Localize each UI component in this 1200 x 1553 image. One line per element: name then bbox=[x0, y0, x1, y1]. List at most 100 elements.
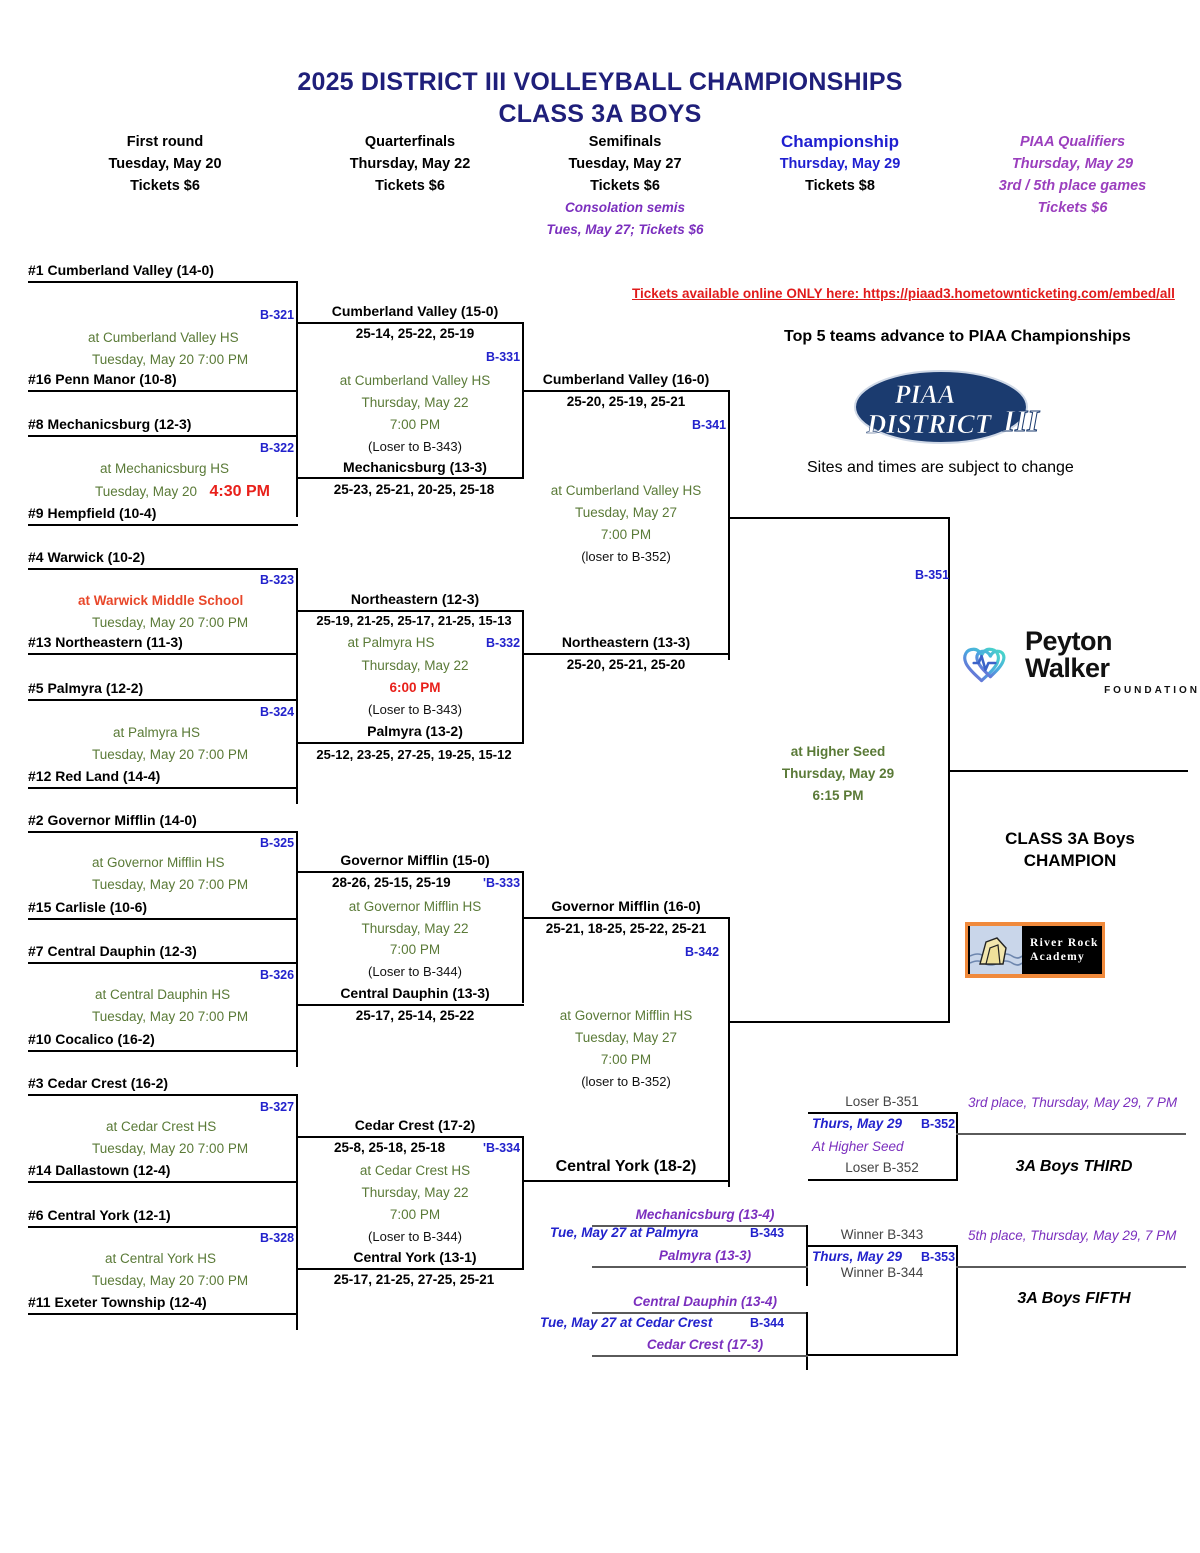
sf-date: Tuesday, May 27 bbox=[574, 505, 678, 520]
sf-site: at Cumberland Valley HS bbox=[550, 483, 702, 498]
game-code-b332: B-332 bbox=[486, 636, 521, 650]
consolation-semis-detail: Tues, May 27; Tickets $6 bbox=[546, 222, 704, 237]
first-round-time: 4:30 PM bbox=[209, 483, 270, 500]
first-round-team-bottom: #13 Northeastern (11-3) bbox=[28, 634, 183, 650]
placement-bottom-label: Winner B-344 bbox=[840, 1265, 924, 1280]
game-code-b323: B-323 bbox=[260, 573, 295, 587]
first-round-date: Tuesday, May 20 bbox=[95, 484, 198, 499]
consolation-team-bottom: Palmyra (13-3) bbox=[658, 1248, 752, 1263]
game-code-b353: B-353 bbox=[921, 1250, 956, 1264]
column-header-quarterfinals: Quarterfinals Thursday, May 22 Tickets $… bbox=[305, 131, 515, 197]
first-round-site: at Palmyra HS bbox=[113, 725, 201, 740]
qf-team-top: Cedar Crest (17-2) bbox=[354, 1117, 476, 1133]
sites-times-note: Sites and times are subject to change bbox=[807, 459, 1074, 476]
qf-score-bottom: 25-12, 23-25, 27-25, 19-25, 15-12 bbox=[316, 747, 512, 762]
column-header-name: Quarterfinals bbox=[364, 134, 456, 150]
first-round-team-bottom: #14 Dallastown (12-4) bbox=[28, 1162, 171, 1178]
column-header-date: Tuesday, May 20 bbox=[108, 156, 222, 172]
first-round-team-top: #3 Cedar Crest (16-2) bbox=[28, 1075, 169, 1091]
first-round-team-bottom: #9 Hempfield (10-4) bbox=[28, 505, 157, 521]
qf-score-bottom: 25-17, 25-14, 25-22 bbox=[355, 1008, 475, 1023]
fifth-place-result: 3A Boys FIFTH bbox=[1017, 1290, 1131, 1307]
qf-loser-note: (Loser to B-343) bbox=[368, 702, 462, 717]
first-round-datetime: Tuesday, May 20 7:00 PM bbox=[92, 747, 249, 762]
qf-time: 6:00 PM bbox=[389, 680, 441, 695]
column-header-name: Championship bbox=[780, 132, 900, 151]
consolation-team-top: Central Dauphin (13-4) bbox=[632, 1294, 778, 1309]
fifth-place-note: 5th place, Thursday, May 29, 7 PM bbox=[968, 1228, 1177, 1243]
consolation-info: Tue, May 27 at Cedar Crest bbox=[540, 1315, 713, 1330]
game-code-b344: B-344 bbox=[750, 1316, 785, 1330]
page-title-line2: CLASS 3A BOYS bbox=[498, 100, 702, 128]
page-title-line1: 2025 DISTRICT III VOLLEYBALL CHAMPIONSHI… bbox=[297, 68, 903, 96]
consolation-info: Tue, May 27 at Palmyra bbox=[550, 1225, 699, 1240]
column-header-date: Tuesday, May 27 bbox=[568, 156, 682, 172]
qf-loser-note: (Loser to B-344) bbox=[368, 964, 462, 979]
first-round-team-top: #5 Palmyra (12-2) bbox=[28, 680, 144, 696]
qf-team-top: Northeastern (12-3) bbox=[350, 591, 480, 607]
svg-text:DISTRICT: DISTRICT bbox=[866, 409, 993, 439]
river-rock-academy-logo: River Rock Academy bbox=[965, 922, 1105, 978]
qf-score-bottom: 25-17, 21-25, 27-25, 25-21 bbox=[333, 1272, 495, 1287]
champion-label: CLASS 3A Boys CHAMPION bbox=[955, 828, 1185, 872]
qf-score-bottom: 25-23, 25-21, 20-25, 25-18 bbox=[333, 482, 495, 497]
sf-score-bottom: 25-20, 25-21, 25-20 bbox=[566, 657, 686, 672]
game-code-b333: 'B-333 bbox=[483, 876, 521, 890]
column-header-name: Semifinals bbox=[588, 134, 662, 150]
championship-site: at Higher Seed bbox=[790, 744, 886, 759]
first-round-team-top: #4 Warwick (10-2) bbox=[28, 549, 145, 565]
qf-date: Thursday, May 22 bbox=[361, 921, 469, 936]
third-place-result: 3A Boys THIRD bbox=[1015, 1158, 1133, 1175]
third-place-note: 3rd place, Thursday, May 29, 7 PM bbox=[968, 1095, 1178, 1110]
game-code-b328: B-328 bbox=[260, 1231, 295, 1245]
sf-team-bottom: Northeastern (13-3) bbox=[561, 634, 691, 650]
championship-date: Thursday, May 29 bbox=[781, 766, 895, 781]
first-round-site: at Cumberland Valley HS bbox=[88, 330, 239, 345]
placement-top-label: Loser B-351 bbox=[845, 1094, 919, 1109]
column-header-tickets: Tickets $6 bbox=[590, 178, 660, 194]
first-round-datetime: Tuesday, May 20 7:00 PM bbox=[92, 615, 249, 630]
placement-bottom-label: Loser B-352 bbox=[845, 1160, 919, 1175]
game-code-b326: B-326 bbox=[260, 968, 295, 982]
placement-seed: At Higher Seed bbox=[812, 1139, 904, 1154]
qf-date: Thursday, May 22 bbox=[361, 395, 469, 410]
ticket-link[interactable]: Tickets available online ONLY here: http… bbox=[632, 286, 1175, 301]
qf-site: at Palmyra HS bbox=[347, 635, 435, 650]
consolation-team-top: Mechanicsburg (13-4) bbox=[635, 1207, 775, 1222]
qf-loser-note: (Loser to B-344) bbox=[368, 1229, 462, 1244]
first-round-team-top: #7 Central Dauphin (12-3) bbox=[28, 943, 197, 959]
game-code-b341: B-341 bbox=[692, 418, 727, 432]
first-round-site: at Central Dauphin HS bbox=[95, 987, 231, 1002]
consolation-semis-label: Consolation semis bbox=[564, 200, 686, 215]
game-code-b322: B-322 bbox=[260, 441, 295, 455]
qf-team-bottom: Central York (13-1) bbox=[353, 1249, 477, 1265]
game-code-b343: B-343 bbox=[750, 1226, 785, 1240]
first-round-site: at Central York HS bbox=[105, 1251, 217, 1266]
game-code-b351: B-351 bbox=[915, 568, 950, 582]
qf-team-bottom: Palmyra (13-2) bbox=[367, 723, 463, 739]
first-round-team-top: #8 Mechanicsburg (12-3) bbox=[28, 416, 192, 432]
peyton-walker-name: Peyton Walker bbox=[1024, 626, 1113, 683]
first-round-team-bottom: #15 Carlisle (10-6) bbox=[28, 899, 148, 915]
qf-site: at Cedar Crest HS bbox=[359, 1163, 471, 1178]
qf-score-top: 28-26, 25-15, 25-19 bbox=[332, 875, 451, 890]
sf-loser-note: (loser to B-352) bbox=[581, 1074, 671, 1089]
first-round-datetime: Tuesday, May 20 7:00 PM bbox=[92, 352, 249, 367]
first-round-datetime: Tuesday, May 20 7:00 PM bbox=[92, 877, 249, 892]
qf-loser-note: (Loser to B-343) bbox=[368, 439, 462, 454]
column-header-name: First round bbox=[126, 134, 204, 150]
game-code-b331: B-331 bbox=[486, 350, 521, 364]
peyton-walker-foundation-logo: Peyton Walker FOUNDATION bbox=[960, 628, 1200, 696]
sf-loser-note: (loser to B-352) bbox=[581, 549, 671, 564]
first-round-datetime: Tuesday, May 20 7:00 PM bbox=[92, 1009, 249, 1024]
qf-time: 7:00 PM bbox=[389, 942, 441, 957]
consolation-team-bottom: Cedar Crest (17-3) bbox=[646, 1337, 764, 1352]
peyton-walker-text: Peyton Walker FOUNDATION bbox=[1024, 626, 1200, 697]
sf-time: 7:00 PM bbox=[600, 527, 652, 542]
column-header-name: PIAA Qualifiers bbox=[1019, 134, 1126, 150]
qf-site: at Governor Mifflin HS bbox=[348, 899, 482, 914]
qf-team-top: Cumberland Valley (15-0) bbox=[331, 303, 499, 319]
placement-info: Thurs, May 29 bbox=[812, 1249, 903, 1264]
sf-team-top: Cumberland Valley (16-0) bbox=[542, 371, 710, 387]
sf-score-top: 25-21, 18-25, 25-22, 25-21 bbox=[545, 921, 707, 936]
